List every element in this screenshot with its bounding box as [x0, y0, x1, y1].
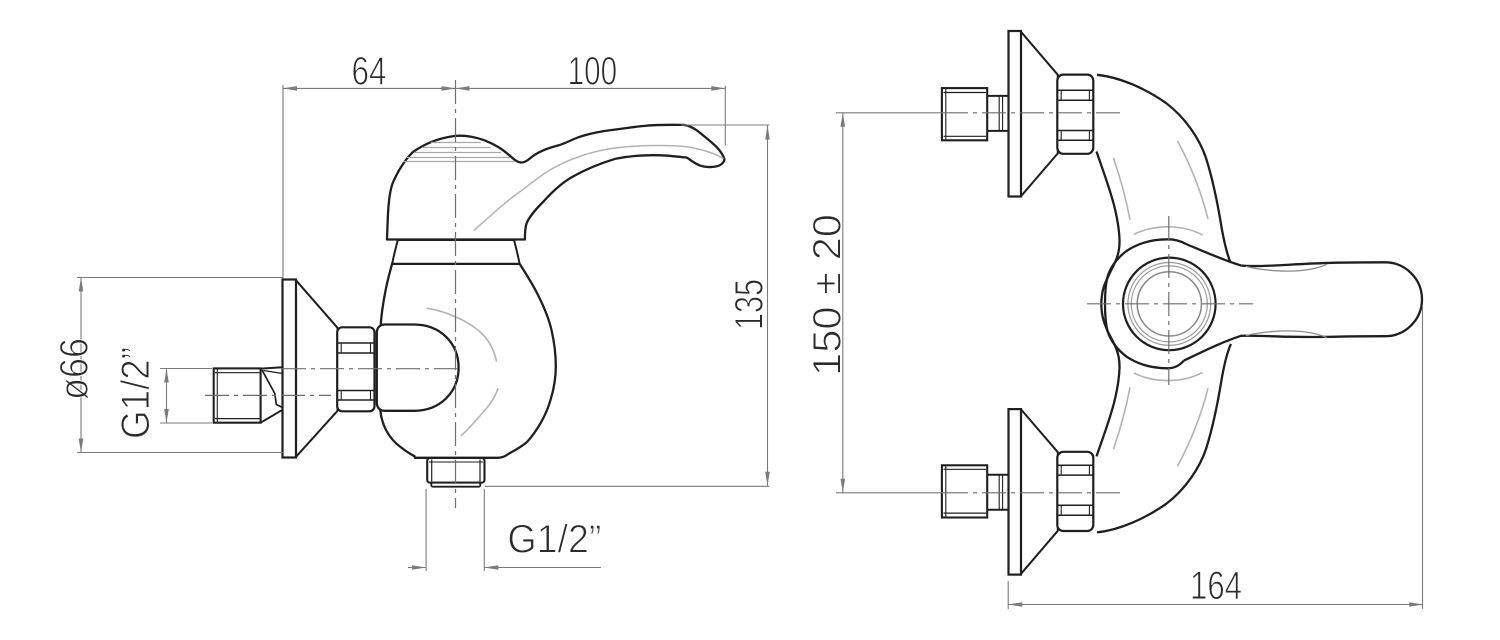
svg-text:G1/2”: G1/2”: [114, 347, 158, 439]
svg-text:135: 135: [728, 279, 772, 330]
svg-text:164: 164: [1190, 564, 1242, 608]
svg-text:150 ± 20: 150 ± 20: [806, 214, 850, 376]
svg-text:100: 100: [568, 49, 618, 93]
svg-text:64: 64: [352, 49, 387, 93]
svg-text:ø66: ø66: [53, 338, 97, 400]
svg-text:G1/2”: G1/2”: [507, 518, 601, 562]
